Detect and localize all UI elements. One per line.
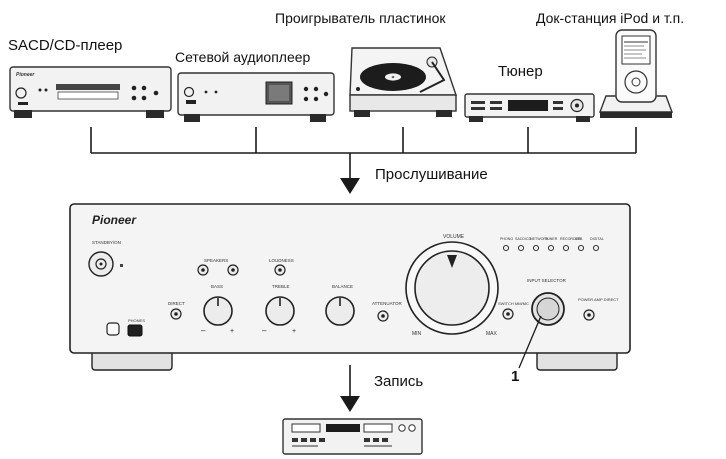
recording-label: Запись: [374, 373, 424, 390]
tuner-device: [464, 93, 595, 122]
input-led-indicator: [502, 244, 510, 252]
input-led-indicator: [592, 244, 600, 252]
sacd-cd-player-device: Pioneer: [9, 66, 172, 118]
input-led-label: SACD/CD: [515, 237, 532, 241]
ipod-dock-device: [598, 29, 674, 118]
amplifier-device: Pioneer STANDBY/ON SPEAKERS LOUDNESS DIR…: [69, 203, 631, 371]
phones-label: PHONES: [128, 318, 145, 323]
input-led-indicator: [547, 244, 555, 252]
input-selector-label: INPUT SELECTOR: [527, 278, 567, 283]
turntable-label: Проигрыватель пластинок: [275, 10, 446, 26]
volume-min: MIN: [412, 331, 422, 337]
attenuator-label: ATTENUATOR: [372, 301, 403, 306]
bass-label: BASS: [211, 284, 223, 289]
svg-text:+: +: [230, 328, 234, 335]
amplifier-brand: Pioneer: [92, 213, 137, 227]
input-led-label: RECORDER: [560, 237, 581, 241]
volume-max: MAX: [486, 331, 498, 337]
listening-arrow: [340, 178, 360, 194]
switch-label: SWITCH MM/MC: [498, 301, 529, 306]
callout-line: [518, 315, 542, 369]
speakers-label: SPEAKERS: [204, 258, 228, 263]
input-led-label: PHONO: [500, 237, 513, 241]
standby-label: STANDBY/ON: [92, 240, 121, 245]
balance-label: BALANCE: [332, 284, 353, 289]
power-amp-direct-label: POWER AMP DIRECT: [578, 297, 619, 302]
direct-label: DIRECT: [168, 301, 185, 306]
tuner-label: Тюнер: [498, 63, 543, 80]
input-led-label: DIGITAL: [590, 237, 604, 241]
svg-text:+: +: [292, 328, 296, 335]
volume-label: VOLUME: [443, 234, 465, 240]
input-led-label: USB: [575, 237, 583, 241]
source-connection-lines: [90, 127, 637, 182]
network-player-label: Сетевой аудиоплеер: [175, 49, 311, 65]
svg-text:Pioneer: Pioneer: [16, 72, 35, 78]
recording-arrow: [340, 396, 360, 412]
callout-number: 1: [511, 368, 520, 385]
cd-player-label: SACD/CD-плеер: [8, 37, 123, 54]
dock-label: Док-станция iPod и т.п.: [536, 10, 685, 26]
input-led-indicator: [562, 244, 570, 252]
input-led-indicator: [532, 244, 540, 252]
network-audio-player-device: [177, 72, 335, 122]
svg-text:–: –: [262, 326, 267, 335]
treble-label: TREBLE: [272, 284, 290, 289]
cassette-deck-device: [282, 418, 423, 455]
listening-label: Прослушивание: [375, 166, 488, 183]
loudness-label: LOUDNESS: [269, 258, 294, 263]
input-led-label: TUNER: [545, 237, 558, 241]
input-led-label: NETWORK: [530, 237, 549, 241]
svg-text:–: –: [201, 326, 206, 335]
input-led-indicator: [577, 244, 585, 252]
input-led-indicator: [517, 244, 525, 252]
turntable-device: [349, 47, 457, 117]
